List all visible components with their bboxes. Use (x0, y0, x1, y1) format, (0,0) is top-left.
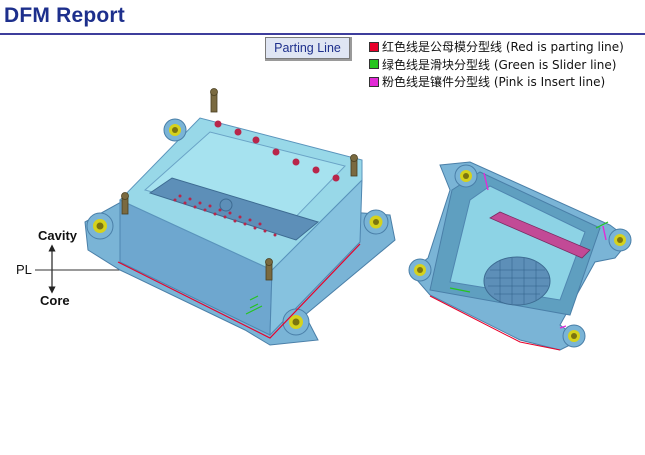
green-swatch-icon (369, 59, 379, 70)
pink-swatch-icon (369, 76, 379, 87)
cavity-side-part (84, 88, 396, 346)
legend-text-pink: 粉色线是镶件分型线 (Pink is Insert line) (382, 75, 606, 90)
core-side-part (408, 161, 632, 351)
core-label: Core (40, 293, 70, 308)
legend-item-green: 绿色线是滑块分型线 (Green is Slider line) (369, 56, 624, 74)
pl-axis-arrows (35, 244, 122, 294)
cavity-label: Cavity (38, 228, 78, 243)
legend-item-red: 红色线是公母模分型线 (Red is parting line) (369, 38, 624, 56)
legend: 红色线是公母模分型线 (Red is parting line) 绿色线是滑块分… (369, 38, 624, 91)
legend-text-red: 红色线是公母模分型线 (Red is parting line) (382, 40, 624, 55)
red-swatch-icon (369, 41, 379, 52)
legend-item-pink: 粉色线是镶件分型线 (Pink is Insert line) (369, 73, 624, 91)
page-title: DFM Report (4, 4, 125, 27)
pl-label: PL (16, 262, 32, 277)
title-divider (0, 33, 645, 35)
legend-text-green: 绿色线是滑块分型线 (Green is Slider line) (382, 57, 617, 72)
